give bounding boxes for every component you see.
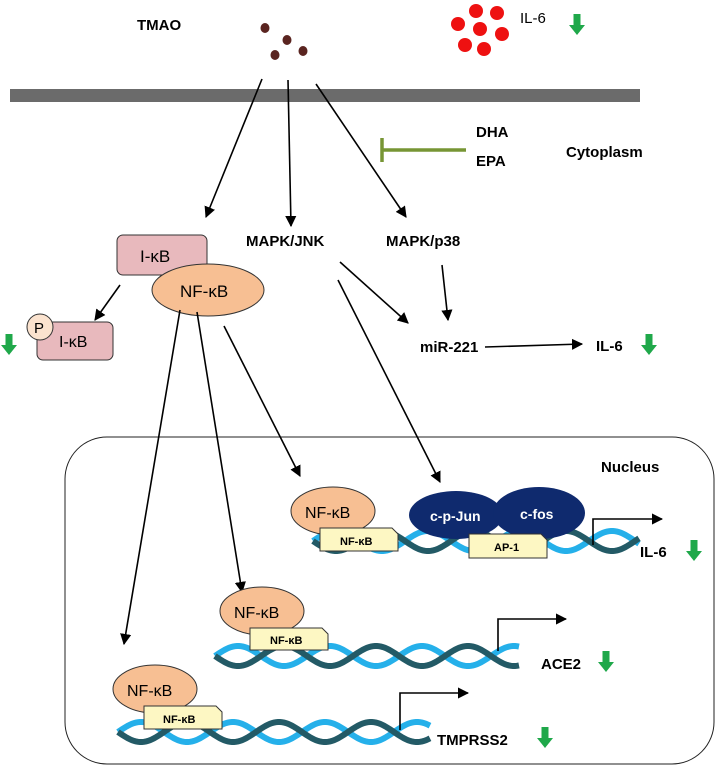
arrow-nfkb-tmprss2 bbox=[120, 309, 181, 646]
il6-top-down-icon bbox=[569, 14, 585, 35]
phosphate-label: P bbox=[34, 320, 44, 337]
nfkb-box-1 bbox=[319, 527, 399, 552]
ikb-label: I-κB bbox=[140, 247, 170, 266]
cell-membrane bbox=[10, 89, 640, 102]
c-fos-ellipse bbox=[493, 487, 585, 539]
c-p-jun-label: c-p-Jun bbox=[430, 508, 481, 524]
nucleus-label: Nucleus bbox=[601, 459, 659, 476]
arrow-tmao-p38 bbox=[315, 83, 407, 218]
il6-mir-label: IL-6 bbox=[596, 338, 623, 355]
c-p-jun-ellipse bbox=[409, 491, 503, 539]
tmao-label: TMAO bbox=[137, 17, 181, 34]
nfkb-box-2 bbox=[249, 627, 329, 651]
nfkb-box-label-1: NF-κB bbox=[340, 536, 372, 548]
ace2-label: ACE2 bbox=[541, 656, 581, 673]
dna-strand-light bbox=[213, 643, 520, 669]
dna-ace2 bbox=[213, 643, 520, 669]
arrow-jnk-mir221 bbox=[339, 261, 409, 324]
ikb-p-label: I-κB bbox=[59, 334, 87, 351]
il6-top-label: IL-6 bbox=[520, 10, 546, 27]
ace2-transcription-arrow bbox=[497, 613, 568, 651]
tmprss2-transcription-arrow bbox=[399, 687, 470, 730]
mapk-p38-label: MAPK/p38 bbox=[386, 233, 460, 250]
il6-gene-label: IL-6 bbox=[640, 544, 667, 561]
nfkb-label: NF-κB bbox=[180, 282, 228, 301]
il6-mir-down-icon bbox=[641, 334, 657, 355]
nfkb-label-2: NF-κB bbox=[234, 605, 279, 622]
ap1-label: AP-1 bbox=[494, 542, 519, 554]
arrow-tmao-jnk bbox=[285, 79, 297, 228]
dna-strand-light bbox=[116, 719, 432, 745]
epa-label: EPA bbox=[476, 153, 506, 170]
il6-molecules bbox=[451, 4, 509, 56]
inhibition-line bbox=[380, 138, 466, 162]
dha-label: DHA bbox=[476, 124, 509, 141]
tmao-molecules bbox=[260, 23, 308, 60]
mir221-label: miR-221 bbox=[420, 339, 478, 356]
phosphate-circle bbox=[26, 313, 54, 341]
ikb-down-icon bbox=[1, 334, 17, 355]
nucleus-boundary bbox=[64, 436, 715, 765]
cytoplasm-label: Cytoplasm bbox=[566, 144, 643, 161]
ikb-p-box bbox=[36, 321, 114, 361]
ace2-down-icon bbox=[598, 651, 614, 672]
nfkb-ellipse-cytoplasm bbox=[151, 263, 265, 317]
arrow-nfkb-ace2 bbox=[196, 311, 246, 594]
il6-gene-down-icon bbox=[686, 540, 702, 561]
tmprss2-label: TMPRSS2 bbox=[437, 732, 508, 749]
nfkb-box-label-3: NF-κB bbox=[163, 714, 195, 726]
nfkb-box-label-2: NF-κB bbox=[270, 635, 302, 647]
il6-transcription-arrow bbox=[592, 513, 664, 545]
nfkb-label-3: NF-κB bbox=[127, 683, 172, 700]
nfkb-label-1: NF-κB bbox=[305, 505, 350, 522]
arrow-jnk-ap1 bbox=[337, 279, 441, 483]
arrow-ikb-phospho bbox=[94, 284, 121, 321]
arrow-tmao-ikb bbox=[204, 78, 263, 219]
c-fos-label: c-fos bbox=[520, 506, 554, 522]
arrow-nfkb-il6 bbox=[223, 325, 301, 477]
dna-strand-dark bbox=[213, 643, 520, 669]
arrow-mir221-il6 bbox=[484, 338, 584, 350]
tmprss2-down-icon bbox=[537, 727, 553, 748]
nfkb-box-3 bbox=[143, 705, 223, 730]
arrow-p38-mir221 bbox=[441, 264, 453, 322]
mapk-jnk-label: MAPK/JNK bbox=[246, 233, 325, 250]
ap1-box bbox=[468, 533, 548, 559]
